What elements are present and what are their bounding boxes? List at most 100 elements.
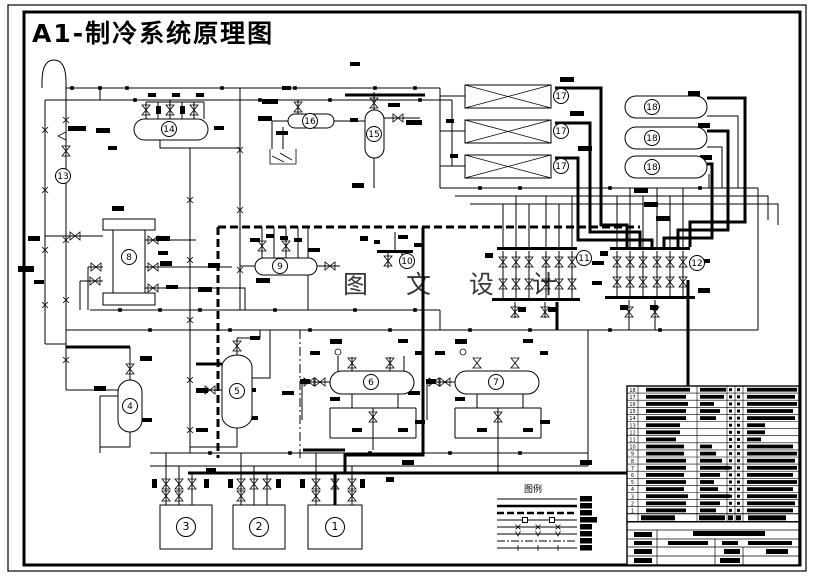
pipe-cross-marker xyxy=(62,356,70,364)
valve-icon xyxy=(511,256,521,268)
bom-qty-redacted xyxy=(729,466,732,470)
valve-icon xyxy=(625,276,635,288)
pipe-joint-marker xyxy=(608,186,612,190)
valve-icon xyxy=(498,278,508,290)
legend-marker xyxy=(522,517,528,523)
bom-qty-redacted xyxy=(729,430,732,434)
valve-icon xyxy=(89,276,101,286)
redacted-label xyxy=(208,263,220,268)
redacted-label xyxy=(196,428,208,432)
valve-icon xyxy=(161,490,171,502)
title-block-redacted xyxy=(720,558,740,563)
redacted-label xyxy=(414,243,424,247)
pipe-cross-marker xyxy=(186,426,194,434)
bom-unit-redacted xyxy=(737,473,740,477)
component-2: 2 xyxy=(232,504,286,550)
component-5: 5 xyxy=(221,354,253,429)
bom-row-number: 14 xyxy=(629,416,635,422)
pipe-cross-marker xyxy=(236,266,244,274)
redacted-label xyxy=(276,479,281,488)
valve-icon xyxy=(69,231,81,241)
valve-icon xyxy=(90,262,102,272)
bom-row-number: 17 xyxy=(629,395,635,401)
valve-icon xyxy=(541,256,551,268)
pipe-joint-marker xyxy=(208,451,212,455)
pipe xyxy=(426,381,455,420)
redacted-label xyxy=(580,460,592,465)
component-badge xyxy=(488,374,504,390)
redacted-label xyxy=(108,146,117,150)
pipe-joint-marker xyxy=(293,86,297,90)
component-badge xyxy=(689,255,705,271)
bom-remark-redacted xyxy=(747,444,793,449)
component-17: 17 xyxy=(464,154,569,179)
pipe-joint-marker xyxy=(328,98,332,102)
pipe-cross-marker xyxy=(41,246,49,254)
redacted-label xyxy=(112,206,124,211)
valve-icon xyxy=(147,262,159,272)
redacted-label xyxy=(398,235,408,239)
bom-qty-redacted xyxy=(729,402,732,406)
pipe xyxy=(145,287,246,310)
redacted-label xyxy=(700,259,710,263)
condenser-coil xyxy=(464,84,552,109)
redacted-label xyxy=(206,468,216,472)
component-badge xyxy=(121,249,137,265)
redacted-label xyxy=(374,240,380,244)
valve-station-12-footer xyxy=(605,296,695,299)
valve-icon xyxy=(392,113,404,123)
bom-header-redacted xyxy=(728,515,733,521)
vessel-body xyxy=(624,126,708,150)
pipe-joint-marker xyxy=(388,328,392,332)
bom-unit-redacted xyxy=(737,452,740,456)
component-number: 16 xyxy=(304,117,316,127)
legend-label-redacted xyxy=(580,496,592,502)
component-6: 6 xyxy=(329,370,415,395)
pipe-joint-marker xyxy=(273,308,277,312)
valve-icon xyxy=(612,256,622,268)
pipe-joint-marker xyxy=(518,186,522,190)
pipe-joint-marker xyxy=(258,98,262,102)
bom-name-redacted xyxy=(646,487,684,491)
bom-spec-redacted xyxy=(700,508,716,513)
redacted-label xyxy=(600,251,608,256)
legend-label-redacted xyxy=(580,545,592,551)
valve-icon xyxy=(141,104,151,116)
legend-marker xyxy=(555,530,561,537)
title-block-redacted xyxy=(634,532,652,537)
redacted-label xyxy=(172,93,180,97)
component-18: 18 xyxy=(624,155,708,179)
valve-icon xyxy=(624,306,634,318)
pipe-joint-marker xyxy=(148,328,152,332)
valve-icon xyxy=(652,256,662,268)
title-block-redacted xyxy=(668,541,708,545)
redacted-label xyxy=(276,131,288,135)
valve-station-12-header xyxy=(610,247,690,250)
bom-remark-redacted xyxy=(747,487,793,491)
condenser-coil xyxy=(464,119,552,144)
valve-icon xyxy=(147,283,159,293)
valve-icon xyxy=(428,377,440,387)
bom-unit-redacted xyxy=(737,501,740,505)
component-badge xyxy=(553,88,569,104)
valve-icon xyxy=(665,256,675,268)
component-number: 17 xyxy=(555,162,566,172)
redacted-label xyxy=(408,391,420,395)
legend-label-redacted xyxy=(580,531,592,537)
pipe xyxy=(66,389,119,400)
component-badge xyxy=(644,99,660,115)
pipe-joint-marker xyxy=(353,308,357,312)
redacted-label xyxy=(360,236,368,241)
valve-icon xyxy=(638,256,648,268)
pipe-joint-marker xyxy=(518,451,522,455)
pipe xyxy=(707,115,739,188)
bom-name-redacted xyxy=(646,430,680,435)
bom-row-number: 8 xyxy=(631,459,634,465)
component-9: 9 xyxy=(254,257,318,276)
valve-icon xyxy=(281,240,291,252)
manifold-bars xyxy=(57,131,695,301)
component-badge xyxy=(122,398,138,414)
bom-row-number: 13 xyxy=(629,423,635,429)
redacted-label xyxy=(698,288,710,293)
